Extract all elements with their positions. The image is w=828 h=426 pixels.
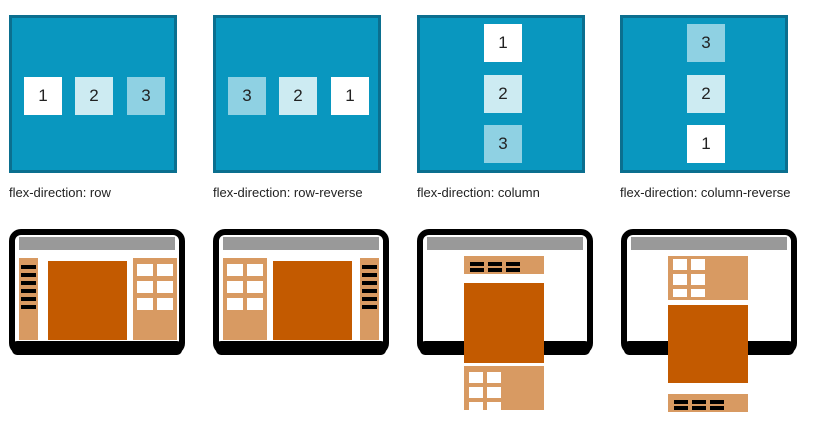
sidebar-menu [19, 258, 38, 340]
flex-item-2: 2 [687, 75, 725, 113]
screen-header [223, 237, 379, 250]
device-column-reverse-layout [621, 229, 797, 412]
device-bottom-bezel [216, 341, 386, 355]
flex-item-1: 1 [24, 77, 62, 115]
flex-row-panel: 1 2 3 [9, 15, 177, 173]
bottom-grid-block [464, 366, 544, 410]
device-row-layout [9, 229, 185, 355]
device-column-layout [417, 229, 593, 410]
caption-column: flex-direction: column [417, 185, 540, 200]
main-content [668, 305, 748, 383]
screen-header [19, 237, 175, 250]
side-grid [133, 258, 177, 340]
sidebar-menu [360, 258, 379, 340]
flex-item-3: 3 [127, 77, 165, 115]
main-content [464, 283, 544, 363]
flex-item-2: 2 [75, 77, 113, 115]
device-bottom-bezel [12, 341, 182, 355]
caption-column-reverse: flex-direction: column-reverse [620, 185, 791, 200]
flex-item-1: 1 [687, 125, 725, 163]
flex-item-1: 1 [484, 24, 522, 62]
side-grid [223, 258, 267, 340]
top-menu-bar [464, 256, 544, 274]
flex-item-2: 2 [279, 77, 317, 115]
main-content [273, 261, 352, 340]
device-row-reverse-layout [213, 229, 389, 355]
flex-column-reverse-panel: 3 2 1 [620, 15, 788, 173]
flex-item-3: 3 [687, 24, 725, 62]
flex-item-3: 3 [484, 125, 522, 163]
main-content [48, 261, 127, 340]
flex-row-reverse-panel: 3 2 1 [213, 15, 381, 173]
flex-item-2: 2 [484, 75, 522, 113]
caption-row-reverse: flex-direction: row-reverse [213, 185, 363, 200]
screen-header [631, 237, 787, 250]
caption-row: flex-direction: row [9, 185, 111, 200]
screen-header [427, 237, 583, 250]
top-grid-block [668, 256, 748, 300]
bottom-menu-bar [668, 394, 748, 412]
flex-item-1: 1 [331, 77, 369, 115]
flex-item-3: 3 [228, 77, 266, 115]
flex-column-panel: 1 2 3 [417, 15, 585, 173]
